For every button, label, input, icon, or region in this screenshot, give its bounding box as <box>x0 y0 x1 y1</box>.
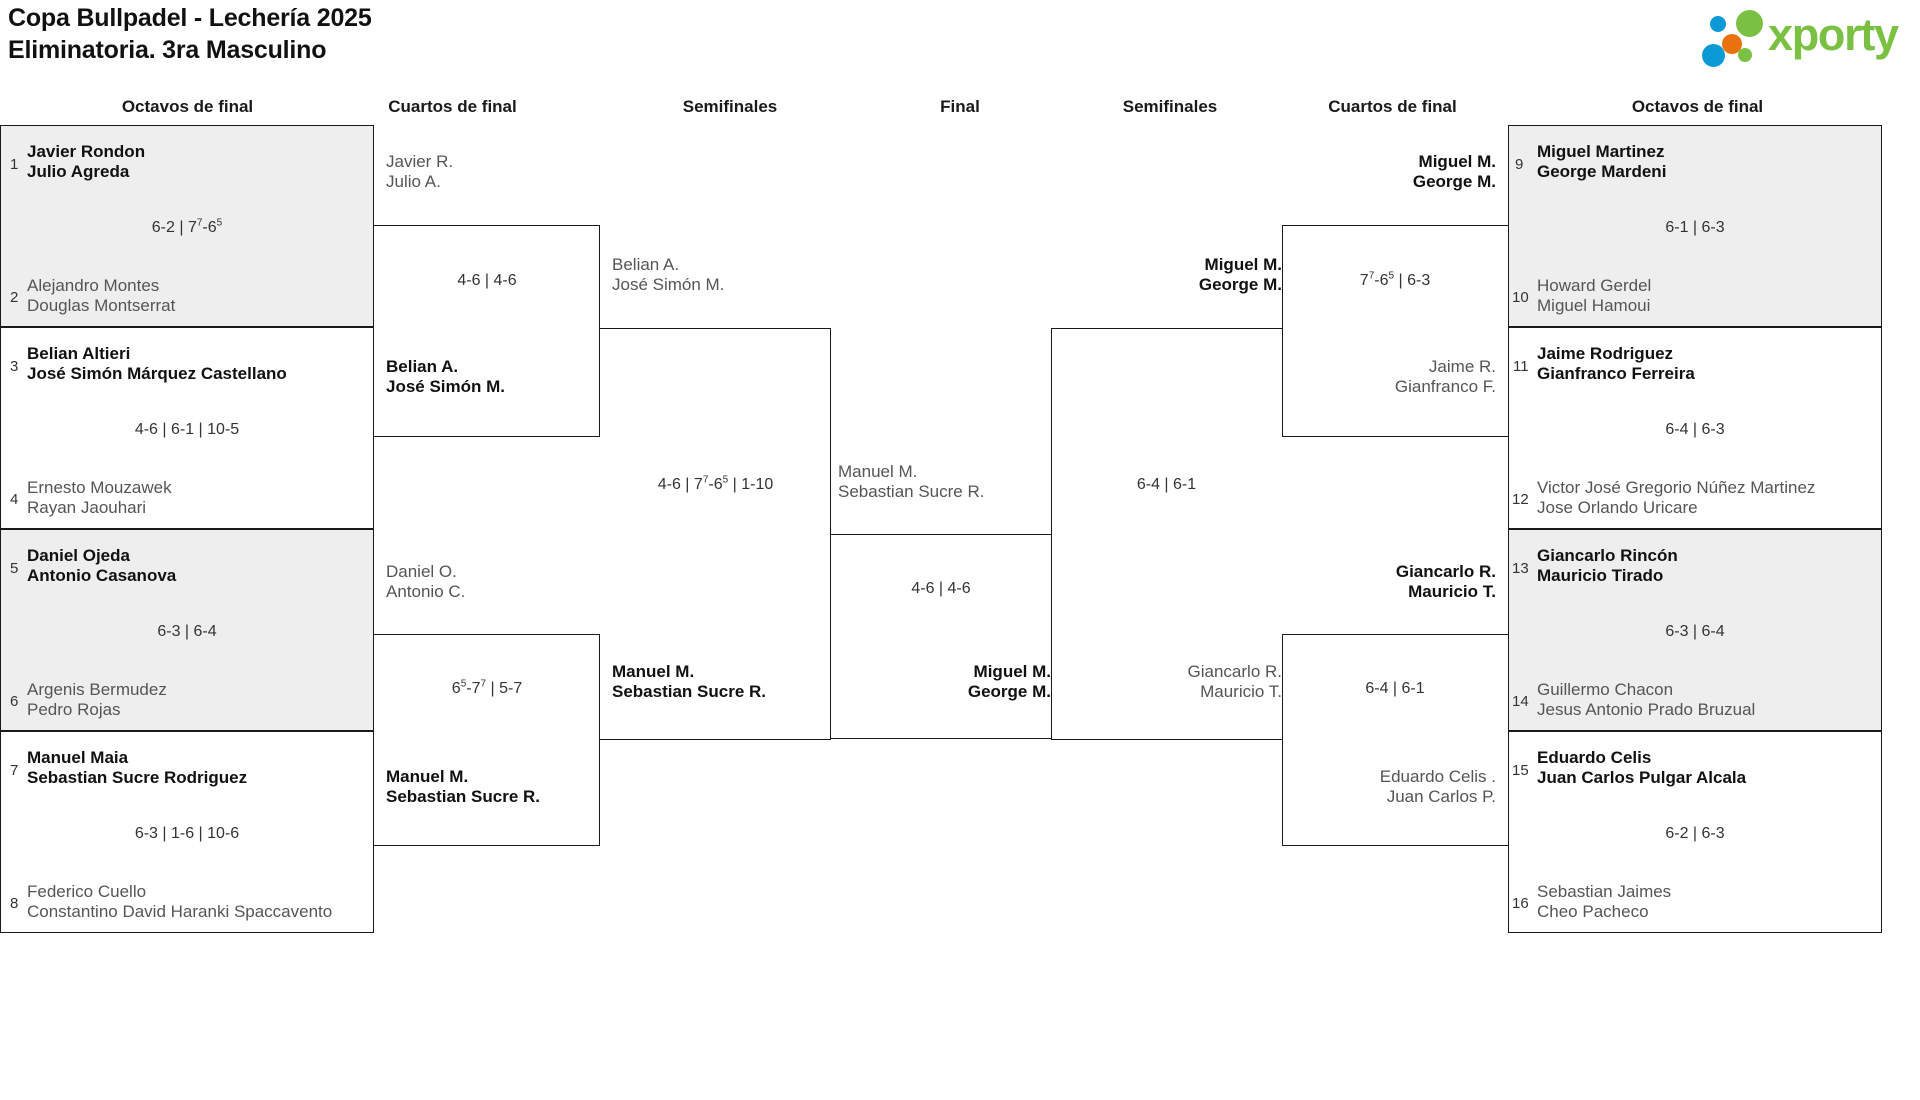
match-score: 6-1 | 6-3 <box>1665 219 1725 236</box>
team-name-winner: Javier Rondon Julio Agreda <box>27 142 146 181</box>
team-name-loser: Sebastian Jaimes Cheo Pacheco <box>1537 882 1672 921</box>
team-name-loser: Daniel O. Antonio C. <box>386 562 466 601</box>
seed-number: 10 <box>1512 289 1529 306</box>
match-score: 6-4 | 6-1 <box>1136 476 1197 493</box>
team-name-winner: Miguel Martinez George Mardeni <box>1537 142 1667 181</box>
match-score: 6-3 | 6-4 <box>1665 623 1725 640</box>
seed-number: 7 <box>10 762 19 779</box>
seed-number: 16 <box>1512 895 1529 912</box>
team-name-champion: Miguel M. George M. <box>967 662 1051 701</box>
team-name-loser: Argenis Bermudez Pedro Rojas <box>27 680 167 719</box>
match-score: 6-4 | 6-1 <box>1365 680 1425 697</box>
seed-number: 12 <box>1512 491 1529 508</box>
logo-dot-blue-small <box>1710 16 1726 32</box>
seed-number: 9 <box>1515 156 1524 173</box>
xporty-logo: xporty <box>1562 8 1902 67</box>
team-name-winner: Manuel Maia Sebastian Sucre Rodriguez <box>27 748 248 787</box>
seed-number: 8 <box>10 895 19 912</box>
page-title: Copa Bullpadel - Lechería 2025 Eliminato… <box>8 2 372 66</box>
match-box-left-octavos-4[interactable] <box>0 731 374 933</box>
match-score: 4-6 | 6-1 | 10-5 <box>134 421 240 438</box>
tournament-name: Copa Bullpadel - Lechería 2025 <box>8 4 372 32</box>
round-header-final: Final <box>940 97 980 116</box>
team-name-winner: Manuel M. Sebastian Sucre R. <box>612 662 767 701</box>
team-name-loser: Victor José Gregorio Núñez Martinez Jose… <box>1537 478 1816 517</box>
team-name-loser: Javier R. Julio A. <box>386 152 454 191</box>
team-name-loser: Alejandro Montes Douglas Montserrat <box>27 276 176 315</box>
match-box-right-cuartos-1[interactable] <box>1282 225 1508 437</box>
round-header-cuartos-left: Cuartos de final <box>388 97 517 116</box>
team-name-loser: Jaime R. Gianfranco F. <box>1394 357 1496 396</box>
team-name-winner: Eduardo Celis Juan Carlos Pulgar Alcala <box>1537 748 1747 787</box>
logo-dot-green-large <box>1736 10 1763 37</box>
round-header-octavos-right: Octavos de final <box>1631 97 1764 116</box>
match-box-right-cuartos-2[interactable] <box>1282 634 1508 846</box>
match-score: 6-3 | 1-6 | 10-6 <box>134 825 240 842</box>
round-header-semis-right: Semifinales <box>1122 97 1218 116</box>
logo-dot-orange <box>1722 34 1742 54</box>
team-name-loser: Guillermo Chacon Jesus Antonio Prado Bru… <box>1537 680 1756 719</box>
seed-number: 1 <box>10 156 19 173</box>
seed-number: 6 <box>10 693 19 710</box>
match-score: 4-6 | 4-6 <box>457 272 517 289</box>
round-header-semis-left: Semifinales <box>682 97 778 116</box>
team-name-loser: Ernesto Mouzawek Rayan Jaouhari <box>27 478 172 517</box>
team-name-winner: Daniel Ojeda Antonio Casanova <box>27 546 177 585</box>
match-box-final[interactable] <box>831 534 1051 739</box>
seed-number: 11 <box>1513 358 1529 375</box>
seed-number: 4 <box>10 491 19 508</box>
seed-number: 15 <box>1512 762 1529 779</box>
tournament-category: Eliminatoria. 3ra Masculino <box>8 36 327 64</box>
team-name-loser: Belian A. José Simón M. <box>612 255 725 294</box>
logo-dot-blue-large <box>1702 44 1725 67</box>
match-box-left-octavos-3[interactable] <box>0 529 374 731</box>
match-score: 6-3 | 6-4 <box>157 623 217 640</box>
team-name-winner: Giancarlo Rincón Mauricio Tirado <box>1537 546 1678 585</box>
seed-number: 3 <box>10 358 19 375</box>
team-name-loser: Federico Cuello Constantino David Harank… <box>27 882 333 921</box>
team-name-winner: Manuel M. Sebastian Sucre R. <box>386 767 541 806</box>
match-score: 6-2 | 77-65 <box>151 217 223 236</box>
match-box-left-semifinal[interactable] <box>600 328 831 740</box>
match-box-right-octavos-2[interactable] <box>1508 327 1882 529</box>
match-box-right-octavos-1[interactable] <box>1508 125 1882 327</box>
match-score: 65-77 | 5-7 <box>451 678 523 697</box>
match-box-right-semifinal[interactable] <box>1051 328 1282 740</box>
team-name-winner: Belian Altieri José Simón Márquez Castel… <box>27 344 287 383</box>
logo-dot-green-small <box>1738 48 1752 62</box>
seed-number: 14 <box>1512 693 1529 710</box>
team-name-loser: Eduardo Celis . Juan Carlos P. <box>1379 767 1496 806</box>
team-name-loser: Giancarlo R. Mauricio T. <box>1187 662 1282 701</box>
match-box-left-cuartos-1[interactable] <box>374 225 600 437</box>
match-score: 6-4 | 6-3 <box>1665 421 1725 438</box>
team-name-winner: Belian A. José Simón M. <box>386 357 506 396</box>
match-box-right-octavos-3[interactable] <box>1508 529 1882 731</box>
team-name-loser-final: Manuel M. Sebastian Sucre R. <box>838 462 985 501</box>
match-score: 4-6 | 77-65 | 1-10 <box>657 474 774 493</box>
match-box-right-octavos-4[interactable] <box>1508 731 1882 933</box>
match-score: 6-2 | 6-3 <box>1665 825 1725 842</box>
match-score-final: 4-6 | 4-6 <box>911 580 971 597</box>
team-name-winner: Miguel M. George M. <box>1198 255 1282 294</box>
round-header-octavos-left: Octavos de final <box>121 97 254 116</box>
seed-number: 2 <box>10 289 19 306</box>
team-name-winner: Miguel M. George M. <box>1412 152 1496 191</box>
round-header-cuartos-right: Cuartos de final <box>1328 97 1457 116</box>
match-box-left-octavos-1[interactable] <box>0 125 374 327</box>
seed-number: 13 <box>1512 560 1529 577</box>
match-box-left-cuartos-2[interactable] <box>374 634 600 846</box>
team-name-loser: Howard Gerdel Miguel Hamoui <box>1537 276 1652 315</box>
team-name-winner: Giancarlo R. Mauricio T. <box>1395 562 1496 601</box>
logo-wordmark: xporty <box>1768 9 1899 60</box>
seed-number: 5 <box>10 560 19 577</box>
match-score: 77-65 | 6-3 <box>1359 270 1431 289</box>
match-box-left-octavos-2[interactable] <box>0 327 374 529</box>
team-name-winner: Jaime Rodriguez Gianfranco Ferreira <box>1537 344 1695 383</box>
